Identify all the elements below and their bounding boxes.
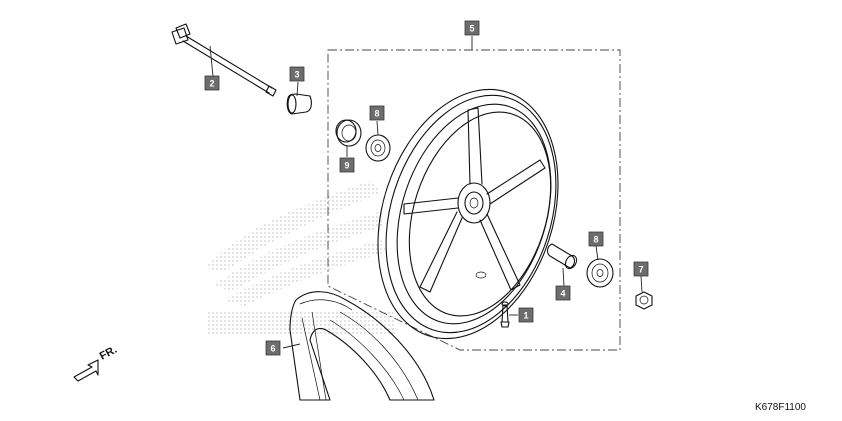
- dust-seal: [335, 119, 362, 147]
- valve: [500, 301, 510, 328]
- direction-label: FR.: [98, 344, 119, 363]
- leader-lines: [209, 36, 643, 349]
- callout-8-left: 8: [369, 105, 385, 121]
- callout-9: 9: [339, 157, 355, 173]
- callout-4: 4: [555, 285, 571, 301]
- bearing-left: [365, 134, 391, 162]
- svg-text:8: 8: [374, 109, 379, 119]
- callout-2: 2: [204, 75, 220, 91]
- callout-7: 7: [633, 261, 649, 277]
- assembly-boundary: [327, 49, 621, 351]
- callout-1: 1: [518, 307, 534, 323]
- svg-text:6: 6: [270, 344, 275, 354]
- svg-text:1: 1: [523, 311, 528, 321]
- axle: [171, 23, 277, 97]
- tire: [289, 291, 435, 401]
- callout-6: 6: [265, 340, 281, 356]
- svg-text:9: 9: [344, 161, 349, 171]
- diagram-code: K678F1100: [755, 402, 806, 413]
- axle-nut: [635, 291, 653, 310]
- distance-collar: [547, 243, 578, 270]
- svg-text:8: 8: [593, 235, 598, 245]
- front-direction-arrow: FR.: [73, 344, 119, 382]
- bearing-right: [586, 258, 614, 288]
- svg-text:7: 7: [638, 265, 643, 275]
- svg-text:3: 3: [294, 70, 299, 80]
- collar: [286, 93, 312, 115]
- svg-text:5: 5: [469, 24, 474, 34]
- callout-5: 5: [464, 20, 480, 36]
- svg-text:2: 2: [209, 79, 214, 89]
- watermark-logo: [205, 180, 396, 334]
- wheel: [377, 88, 559, 340]
- callout-3: 3: [289, 66, 305, 82]
- svg-text:4: 4: [560, 289, 565, 299]
- callout-8-right: 8: [588, 231, 604, 247]
